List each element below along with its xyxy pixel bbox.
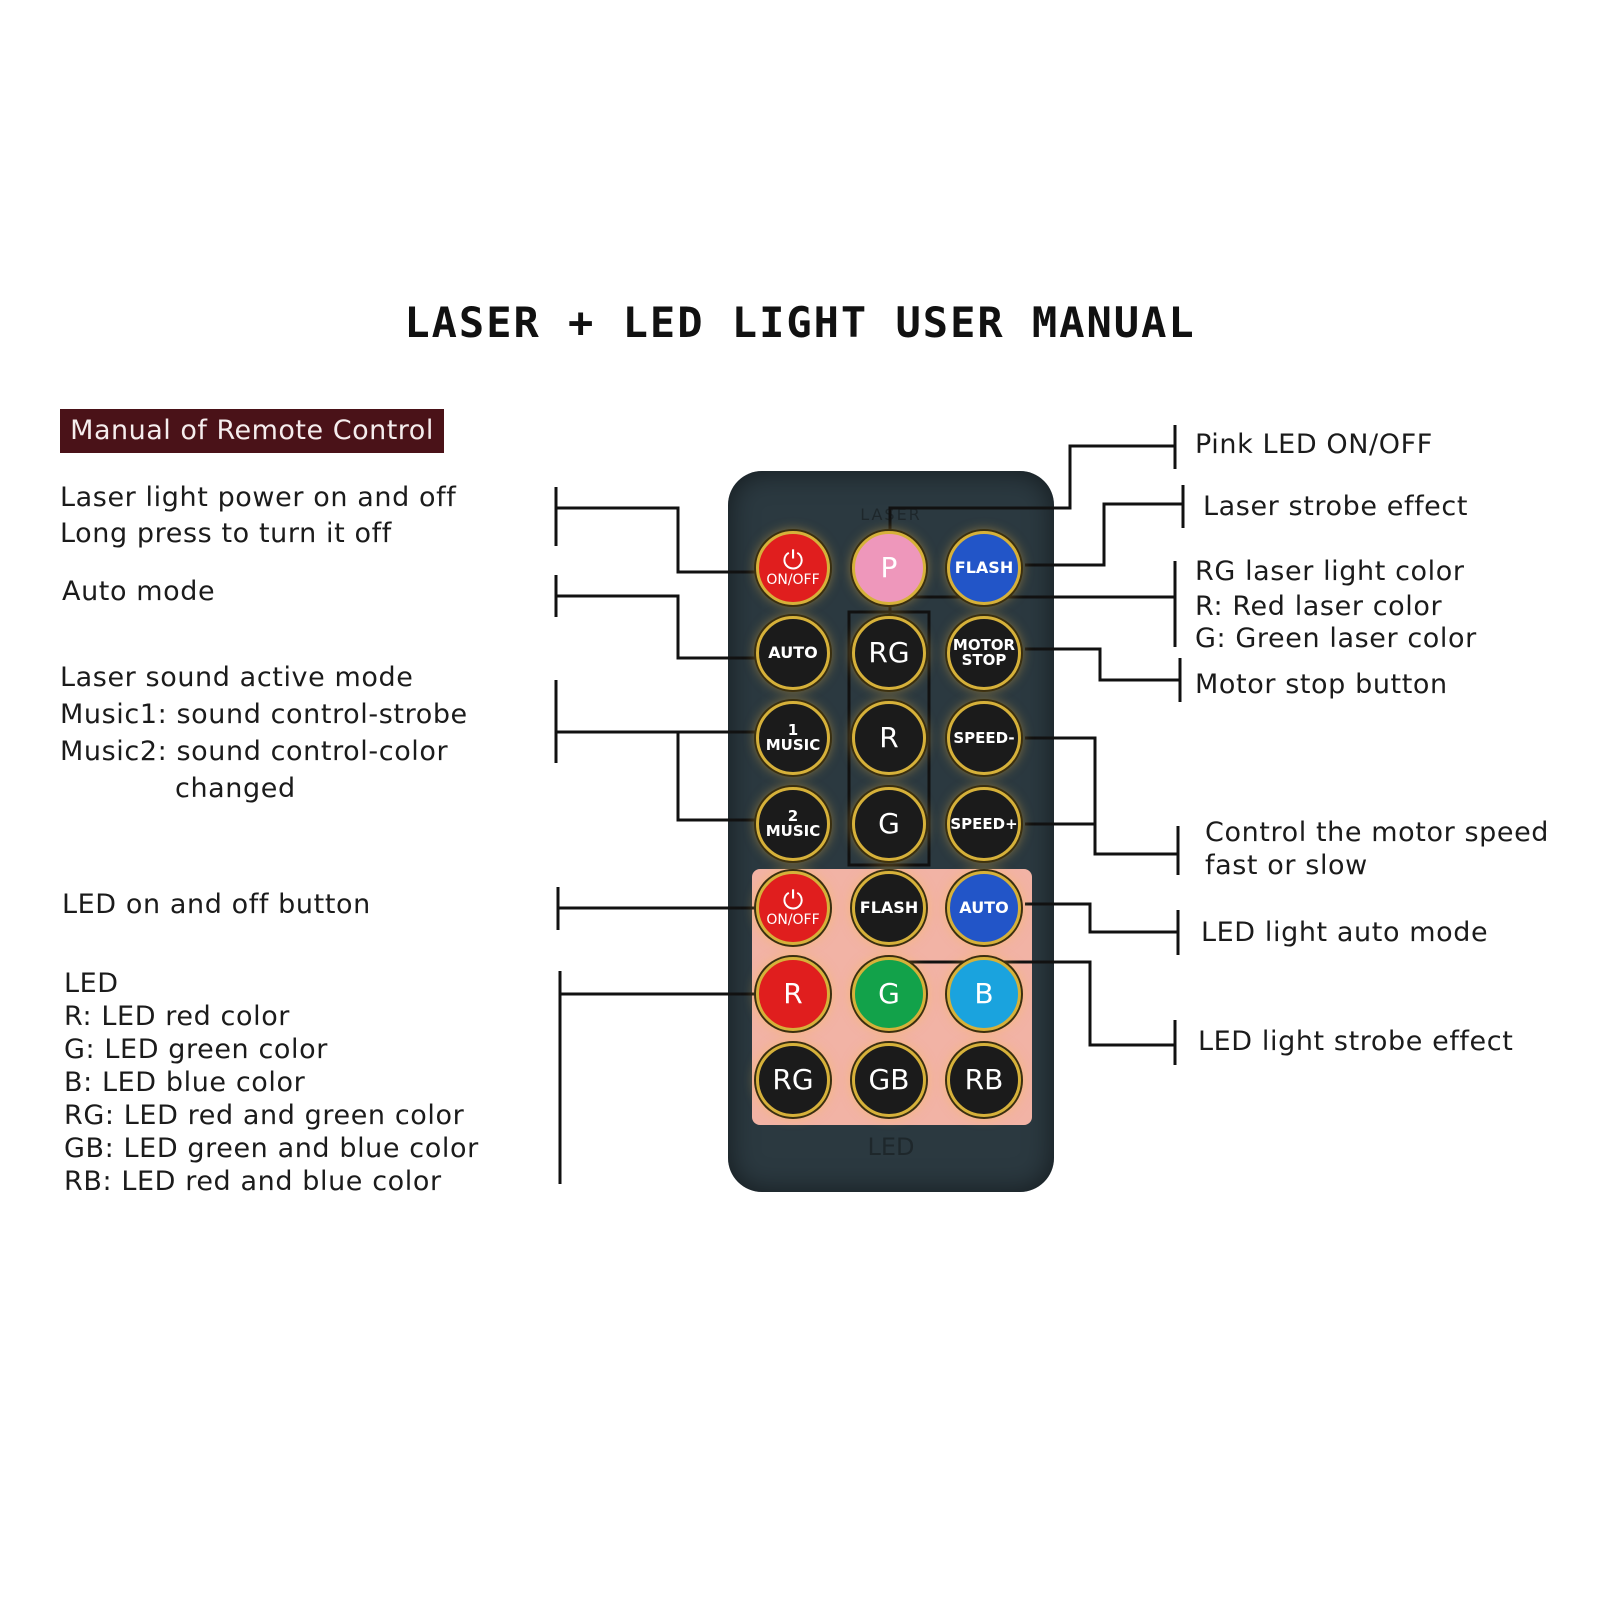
rg-laser-desc-line2: R: Red laser color <box>1195 591 1443 622</box>
laser-onoff-label: ON/OFF <box>766 572 820 588</box>
music2-label: MUSIC <box>765 822 821 840</box>
led-colors-desc-line4: B: LED blue color <box>64 1067 306 1098</box>
led-colors-desc-line2: R: LED red color <box>64 1001 291 1032</box>
led-colors-desc-line7: RB: LED red and blue color <box>64 1166 442 1197</box>
sound-mode-desc-line1: Laser sound active mode <box>60 662 414 693</box>
led-colors-desc-line5: RG: LED red and green color <box>64 1100 465 1131</box>
led-onoff-label: ON/OFF <box>766 912 820 928</box>
leader-motor-stop <box>1025 647 1180 682</box>
laser-power-desc-line2: Long press to turn it off <box>60 518 392 549</box>
led-rg-button[interactable]: RG <box>756 1043 830 1117</box>
laser-g-button[interactable]: G <box>852 787 926 861</box>
power-icon: ⏻ <box>782 886 804 916</box>
led-flash-button[interactable]: FLASH <box>852 871 926 945</box>
laser-power-desc-line1: Laser light power on and off <box>60 482 457 513</box>
pink-led-button[interactable]: P <box>852 531 926 605</box>
music2-number: 2 <box>787 807 799 825</box>
sound-mode-desc-line4: changed <box>175 773 296 804</box>
leader-pink <box>888 444 1175 531</box>
led-strobe-desc: LED light strobe effect <box>1198 1026 1514 1057</box>
led-gb-button[interactable]: GB <box>852 1043 926 1117</box>
sound-mode-desc-line2: Music1: sound control-strobe <box>60 699 468 730</box>
leader-laser-power <box>556 506 774 574</box>
led-colors-desc-line1: LED <box>64 968 119 999</box>
power-icon: ⏻ <box>782 546 804 576</box>
led-colors-desc-line6: GB: LED green and blue color <box>64 1133 479 1164</box>
led-auto-desc: LED light auto mode <box>1201 917 1489 948</box>
motor-stop-label-2: STOP <box>961 651 1007 669</box>
speed-minus-button[interactable]: SPEED- <box>947 701 1021 775</box>
leader-led-auto <box>1025 902 1178 934</box>
led-onoff-desc: LED on and off button <box>62 889 371 920</box>
leader-speed-minus <box>1025 736 1178 856</box>
rg-laser-desc-line3: G: Green laser color <box>1195 623 1477 654</box>
leader-rg <box>888 595 1175 614</box>
rg-laser-desc-line1: RG laser light color <box>1195 556 1465 587</box>
led-colors-desc-line3: G: LED green color <box>64 1034 328 1065</box>
motor-speed-desc-line1: Control the motor speed <box>1205 817 1550 848</box>
manual-badge: Manual of Remote Control <box>60 409 444 453</box>
motor-stop-desc: Motor stop button <box>1195 669 1448 700</box>
music1-button[interactable]: 1 MUSIC <box>756 701 830 775</box>
pink-led-desc: Pink LED ON/OFF <box>1195 429 1433 460</box>
led-section-label: LED <box>867 1133 915 1161</box>
laser-rg-button[interactable]: RG <box>852 616 926 690</box>
laser-strobe-desc: Laser strobe effect <box>1203 491 1469 522</box>
led-onoff-button[interactable]: ⏻ ON/OFF <box>756 871 830 945</box>
music1-number: 1 <box>787 721 799 739</box>
leader-led-strobe <box>890 960 1175 1047</box>
leader-sound-2 <box>556 730 774 822</box>
laser-auto-button[interactable]: AUTO <box>756 616 830 690</box>
motor-speed-desc-line2: fast or slow <box>1205 850 1368 881</box>
led-g-button[interactable]: G <box>852 957 926 1031</box>
motor-stop-label-1: MOTOR <box>952 636 1016 654</box>
page-title: LASER + LED LIGHT USER MANUAL <box>404 298 1196 347</box>
music2-button[interactable]: 2 MUSIC <box>756 787 830 861</box>
led-auto-button[interactable]: AUTO <box>947 871 1021 945</box>
speed-plus-button[interactable]: SPEED+ <box>947 787 1021 861</box>
laser-onoff-button[interactable]: ⏻ ON/OFF <box>756 531 830 605</box>
led-rb-button[interactable]: RB <box>947 1043 1021 1117</box>
sound-mode-desc-line3: Music2: sound control-color <box>60 736 449 767</box>
leader-auto <box>556 594 774 660</box>
laser-flash-button[interactable]: FLASH <box>947 531 1021 605</box>
led-r-button[interactable]: R <box>756 957 830 1031</box>
laser-r-button[interactable]: R <box>852 701 926 775</box>
music1-label: MUSIC <box>765 736 821 754</box>
rg-group-outline <box>847 610 931 867</box>
leader-strobe <box>1025 502 1183 567</box>
led-b-button[interactable]: B <box>947 957 1021 1031</box>
motor-stop-button[interactable]: MOTOR STOP <box>947 616 1021 690</box>
auto-mode-desc: Auto mode <box>62 576 216 607</box>
